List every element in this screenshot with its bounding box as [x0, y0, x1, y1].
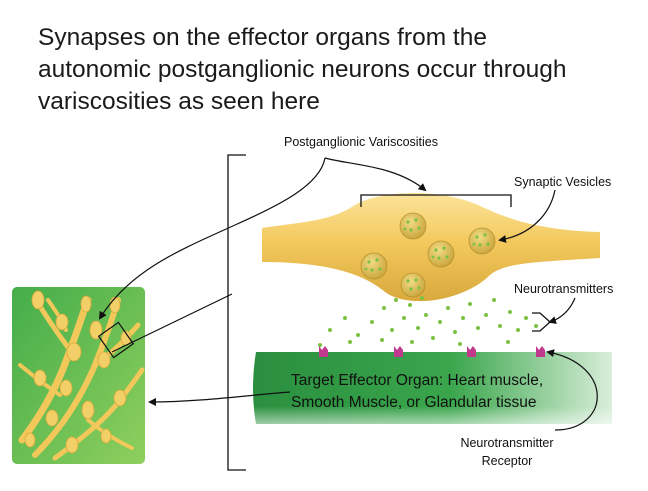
receptor-label-line-2: Receptor: [482, 454, 533, 468]
arrow-to-receptor: [546, 349, 598, 431]
receptors: [319, 346, 545, 357]
receptor-label-line-1: Neurotransmitter: [460, 436, 553, 450]
receptor: [536, 346, 545, 357]
vesicle: [468, 227, 496, 255]
arrow-to-inset: [98, 157, 326, 320]
varicosity-bracket: [360, 194, 512, 207]
heading-line-1: Synapses on the effector organs from the: [38, 24, 487, 51]
organ-label-line-2: Smooth Muscle, or Glandular tissue: [291, 394, 537, 411]
neurotransmitters-label: Neurotransmitters: [514, 282, 613, 296]
arrow-to-varicosity: [324, 157, 427, 192]
neurotransmitter-bracket: [532, 312, 551, 332]
organ-label-line-1: Target Effector Organ: Heart muscle,: [291, 372, 543, 389]
vesicle: [360, 252, 388, 280]
synaptic-vesicles: [360, 212, 496, 298]
heading-line-3: variscosities as seen here: [38, 88, 320, 115]
arrow-to-inset-organ: [148, 391, 291, 406]
heading: Synapses on the effector organs from the…: [38, 22, 638, 118]
arrow-to-neurotransmitters: [548, 297, 576, 324]
postganglionic-label: Postganglionic Variscosities: [284, 135, 438, 149]
target-organ-band: [253, 352, 612, 424]
released-neurotransmitters: [318, 296, 538, 347]
tissue-inset-panel: [12, 287, 145, 464]
zoom-bracket: [227, 154, 246, 471]
receptor: [467, 346, 476, 357]
receptor: [394, 346, 403, 357]
zoom-line: [111, 293, 233, 353]
synaptic-vesicles-label: Synaptic Vesicles: [514, 175, 611, 189]
vesicle: [400, 272, 426, 298]
heading-line-2: autonomic postganglionic neurons occur t…: [38, 56, 567, 83]
receptor: [319, 346, 328, 357]
zoom-box: [97, 321, 135, 359]
vesicle: [427, 240, 455, 268]
vesicle: [399, 212, 427, 240]
arrow-to-vesicle: [498, 189, 556, 243]
